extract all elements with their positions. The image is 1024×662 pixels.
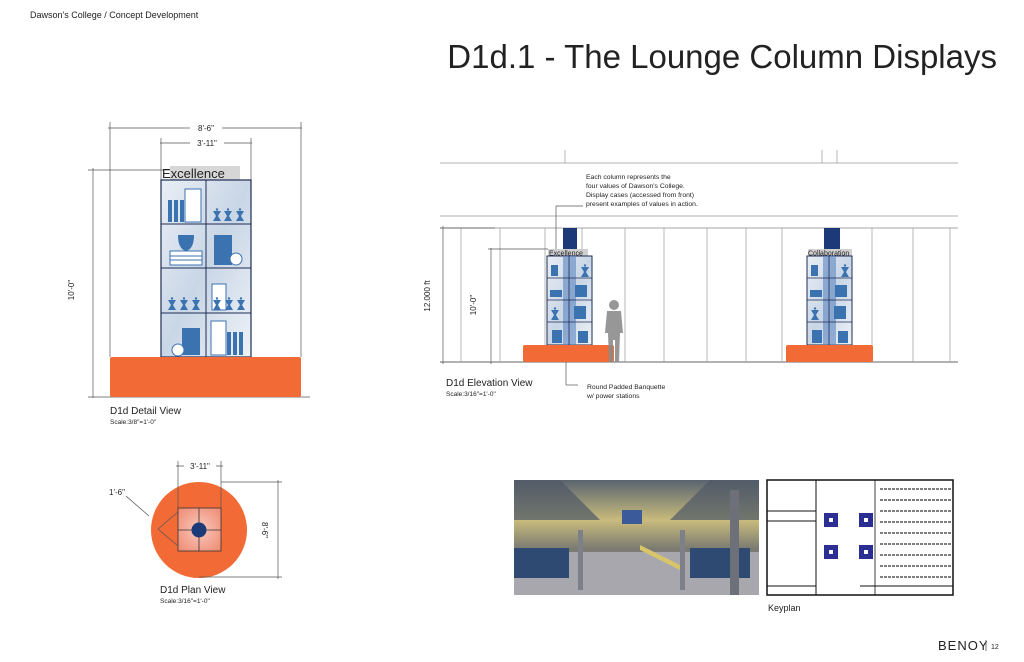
elevation-view-scale: Scale:3/16"=1'-0": [446, 391, 496, 398]
brand-logo: BENOY: [938, 638, 989, 653]
column-sign-excellence: Excellence: [549, 251, 583, 258]
page-number: 12: [991, 644, 999, 651]
note-line: Each column represents the: [586, 174, 671, 181]
note-line: Display cases (accessed from front): [586, 192, 694, 199]
dim-height: 10'-0": [67, 280, 76, 301]
lounge-photo: [514, 480, 759, 595]
dim-cabinet-width: 3'-11": [197, 139, 217, 148]
note-line: four values of Dawson's College.: [586, 183, 685, 190]
elev-dim-ceiling: 12.000 ft: [423, 280, 432, 312]
elev-dim-height: 10'-0": [469, 295, 478, 316]
page-title: D1d.1 - The Lounge Column Displays: [447, 38, 997, 75]
note-line: w/ power stations: [586, 393, 640, 400]
column-note: Each column represents the four values o…: [586, 174, 698, 208]
detail-view-label: D1d Detail View: [110, 406, 182, 417]
plan-dim-diameter: 8'-6": [260, 522, 269, 538]
banquette-note: Round Padded Banquette w/ power stations: [586, 384, 665, 400]
detail-view-scale: Scale:3/8"=1'-0": [110, 419, 157, 426]
plan-dim-cabinet-width: 3'-11": [190, 462, 210, 471]
plan-view-label: D1d Plan View: [160, 585, 226, 596]
dim-overall-width: 8'-6": [198, 124, 214, 133]
keyplan-drawing: [766, 479, 954, 596]
plan-dim-offset: 1'-6": [109, 488, 125, 497]
plan-view-drawing: [125, 461, 282, 579]
note-line: present examples of values in action.: [586, 201, 698, 208]
elevation-view-drawing: [440, 150, 958, 386]
detail-view-drawing: 8'-6" 3'-11" 10'-0" Excellence: [67, 122, 310, 398]
sign-excellence: Excellence: [162, 166, 225, 181]
elevation-view-label: D1d Elevation View: [446, 378, 533, 389]
note-line: Round Padded Banquette: [587, 384, 665, 391]
breadcrumb: Dawson's College / Concept Development: [30, 10, 199, 20]
keyplan-label: Keyplan: [768, 603, 801, 613]
human-figure: [605, 300, 623, 362]
column-sign-collaboration: Collaboration: [808, 251, 849, 258]
plan-view-scale: Scale:3/16"=1'-0": [160, 598, 210, 605]
